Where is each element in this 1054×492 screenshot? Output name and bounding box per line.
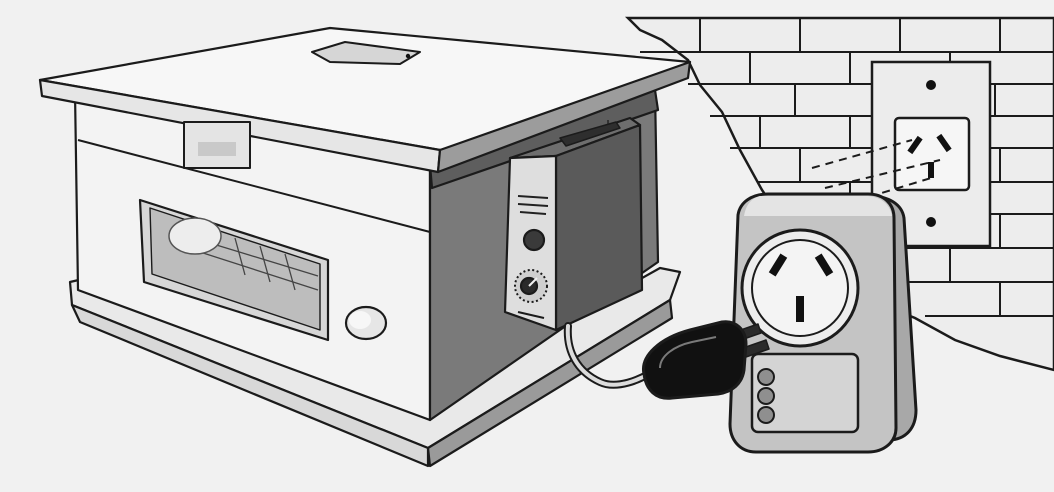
surge-protector-adapter xyxy=(728,192,918,454)
indicator-light-icon xyxy=(757,406,775,424)
temperature-dial-icon xyxy=(514,269,548,303)
wall-outlet xyxy=(870,60,992,248)
outlet-socket-face xyxy=(893,116,971,192)
thermostat-controller xyxy=(503,116,644,332)
door-knob xyxy=(344,305,388,341)
controller-label-lines xyxy=(517,195,549,215)
indicator-light-icon xyxy=(757,387,775,405)
outlet-screw-top-icon xyxy=(926,80,936,90)
adapter-indicator-panel xyxy=(750,352,860,434)
outlet-socket-slots-icon xyxy=(907,133,952,178)
indicator-light-icon xyxy=(757,368,775,386)
lid-vent-icon xyxy=(311,41,421,65)
adapter-indicator-lights xyxy=(757,368,775,424)
power-plug xyxy=(642,320,770,400)
egg-icon xyxy=(168,217,222,255)
indicator-lamp-icon xyxy=(522,228,546,252)
adapter-socket-slots-icon xyxy=(768,253,834,322)
outlet-screw-bottom-icon xyxy=(926,217,936,227)
